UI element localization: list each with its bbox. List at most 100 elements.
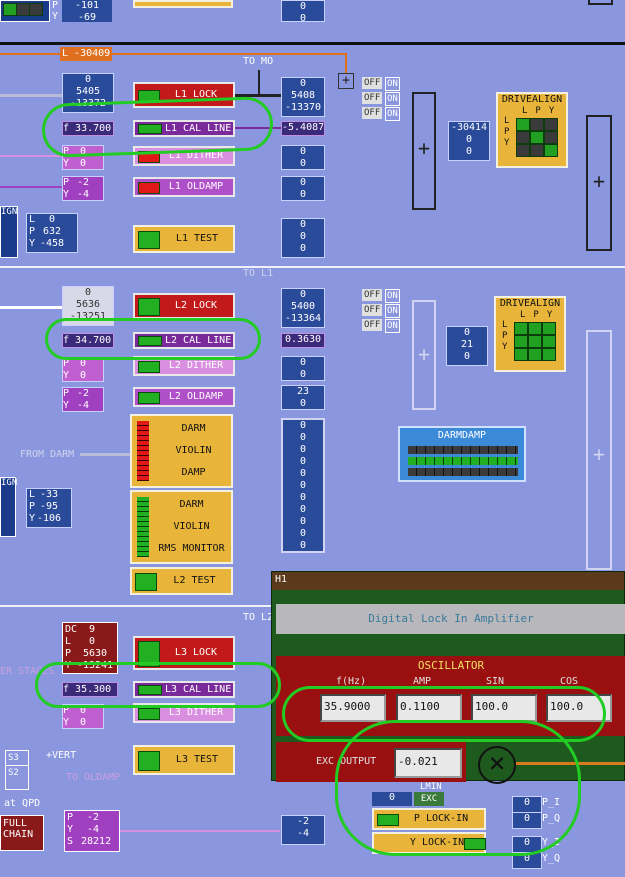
l2-lpy-readout: L-33 P-95 Y-106 xyxy=(26,488,72,528)
l3-test-button[interactable]: L3 TEST xyxy=(133,745,235,775)
from-darm-line xyxy=(80,453,130,456)
l2-on-switch-3[interactable]: ON xyxy=(385,319,400,333)
l2-off-switch-3[interactable]: OFF xyxy=(362,319,383,331)
l2-final-sum: + xyxy=(586,330,612,570)
off-switch-1[interactable]: OFF xyxy=(362,77,383,89)
annotation-circle-l3-cal xyxy=(35,662,281,708)
l1-matrix-sum: + xyxy=(412,92,436,210)
l-line xyxy=(0,53,60,55)
l1-input-line xyxy=(0,94,62,97)
l2-test-button[interactable]: L2 TEST xyxy=(130,567,233,595)
annotation-circle-oscillator xyxy=(282,686,606,742)
l1-dither-button[interactable]: L1 DITHER xyxy=(133,146,235,166)
exc-button[interactable]: EXC xyxy=(414,792,444,806)
l2-off-switch-1[interactable]: OFF xyxy=(362,289,383,301)
l3-out-pair: -2-4 xyxy=(281,815,325,845)
l1-oldamp-wire xyxy=(0,186,62,188)
l1-final-sum: + xyxy=(586,115,612,251)
top-left-lpy-block xyxy=(0,0,50,22)
separator xyxy=(0,266,625,268)
l2-cal-output: 0.3630 xyxy=(281,333,325,348)
l2-off-switch-2[interactable]: OFF xyxy=(362,304,383,316)
l2-align-block: IGN xyxy=(0,477,17,537)
off-switch-3[interactable]: OFF xyxy=(362,107,383,119)
on-switch-2[interactable]: ON xyxy=(385,92,400,106)
header-cos: COS xyxy=(560,676,579,687)
header-amp: AMP xyxy=(413,676,432,687)
to-oldamp-label: TO OLDAMP xyxy=(66,772,121,783)
from-darm-label: FROM DARM xyxy=(20,449,75,460)
on-switch-3[interactable]: ON xyxy=(385,107,400,121)
l1-lock-line xyxy=(235,94,281,97)
l1-cal-output: -5.4087 xyxy=(281,121,325,136)
l1-align-block: IGN xyxy=(0,206,18,258)
to-l2-label: TO L2 xyxy=(243,612,274,623)
l1-dither-wire xyxy=(0,155,62,157)
vert-label: +VERT xyxy=(46,750,77,761)
l1-oldamp-py: P-2 Y-4 xyxy=(62,176,104,201)
l1-lock-button[interactable]: L1 LOCK xyxy=(133,82,235,108)
l2-oldamp-py: P-2 Y-4 xyxy=(62,387,104,412)
off-switch-2[interactable]: OFF xyxy=(362,92,383,104)
exc-output-value: -0.021 xyxy=(394,748,462,778)
annotation-circle-lockin xyxy=(335,720,581,856)
annotation-circle-l1-cal xyxy=(41,95,274,159)
multiplier-icon: × xyxy=(478,746,516,784)
separator xyxy=(0,42,625,45)
l1-cal-line-button[interactable]: L1 CAL LINE xyxy=(133,120,235,137)
top-py-readout: P-101 Y-69 xyxy=(52,0,112,23)
darmdamp-block[interactable]: DARMDAMP xyxy=(398,426,526,482)
at-qpd-label: at QPD xyxy=(4,798,41,809)
l-readout: L -30409 xyxy=(60,47,112,61)
l2-on-switch-2[interactable]: ON xyxy=(385,304,400,318)
l2-on-switch-1[interactable]: ON xyxy=(385,289,400,303)
l2-oldamp-button[interactable]: L2 OLDAMP xyxy=(133,387,235,407)
l2-matrix-sum: + xyxy=(412,300,436,410)
l2-input-line xyxy=(0,306,62,309)
l1-test-button[interactable]: L1 TEST xyxy=(133,225,235,253)
lockin-window-title: H1 xyxy=(272,572,624,590)
l-line xyxy=(112,53,345,55)
on-switch-1[interactable]: ON xyxy=(385,77,400,91)
annotation-circle-l2-cal xyxy=(45,318,261,360)
lockin-title: Digital Lock In Amplifier xyxy=(276,604,625,634)
l1-cal-freq: f 33.700 xyxy=(62,121,114,136)
l1-oldamp-button[interactable]: L1 OLDAMP xyxy=(133,177,235,197)
er-stages-label: ER STAGES xyxy=(0,666,55,677)
to-mo-label: TO MO xyxy=(243,56,274,67)
l1-sum-junction: + xyxy=(338,73,354,89)
top-right-box xyxy=(588,0,613,5)
l2-lock-button[interactable]: L2 LOCK xyxy=(133,293,235,319)
l1-cal-line-wire xyxy=(235,127,281,129)
to-mo-arrow xyxy=(258,70,260,95)
top-gold-button[interactable] xyxy=(133,0,233,8)
l3-dither-button[interactable]: L3 DITHER xyxy=(133,703,235,723)
l3-cal-line-button[interactable]: L3 CAL LINE xyxy=(133,681,235,698)
oscillator-label: OSCILLATOR xyxy=(417,659,485,672)
header-freq: f(Hz) xyxy=(336,676,367,687)
